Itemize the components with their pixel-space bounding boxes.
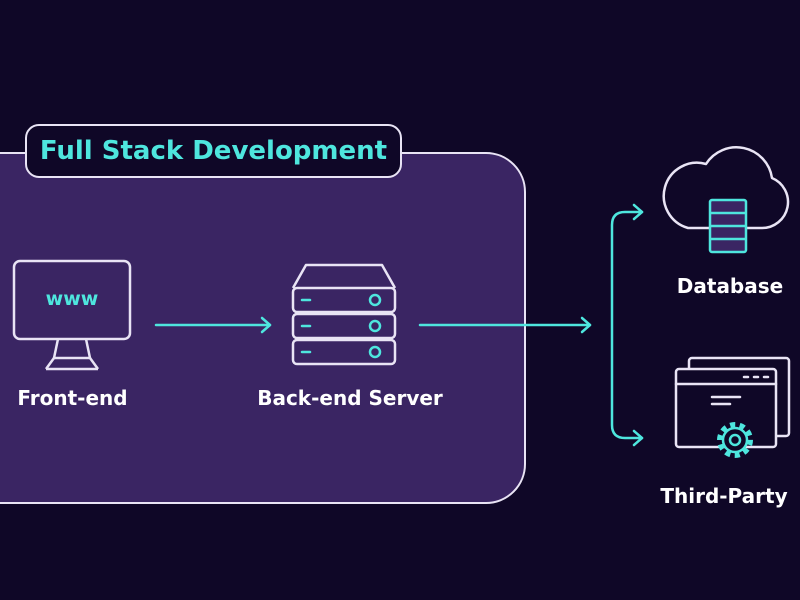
server-icon [291,263,397,366]
arrow-backend-to-services [418,316,592,334]
cloud-database-icon [662,146,790,254]
monitor-screen-text: www [46,288,99,310]
monitor-icon [12,259,132,371]
gear-icon [717,422,753,458]
database-label: Database [676,274,784,298]
third-party-label: Third-Party [660,484,788,508]
backend-server-label: Back-end Server [257,386,443,410]
window-gear-icon [674,356,791,458]
arrow-frontend-to-backend [154,316,272,334]
frontend-label: Front-end [17,386,128,410]
full-stack-panel [0,152,526,504]
diagram-title: Full Stack Development [25,124,402,178]
branch-connector [610,203,644,447]
